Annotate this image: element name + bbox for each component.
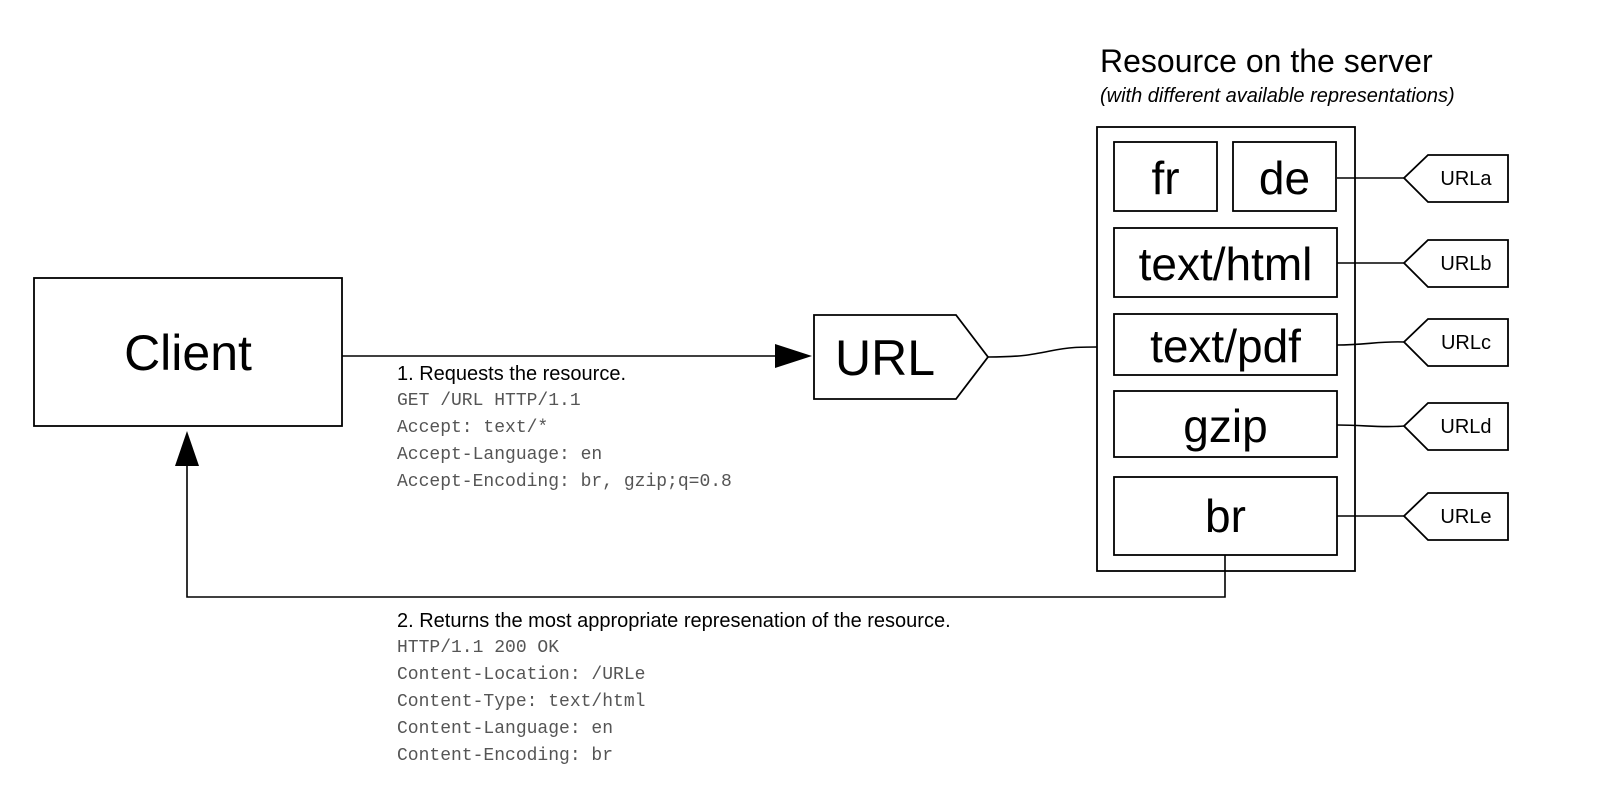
url-tag-d-shape: [1402, 402, 1509, 451]
representation-fr-box: [1113, 141, 1218, 212]
representation-br: br: [1205, 490, 1246, 542]
url-tag-a: URLa: [1440, 168, 1492, 190]
connector-urld: [1336, 424, 1405, 428]
url-tag-e: URLe: [1440, 506, 1491, 528]
url-tag-b-shape: [1402, 239, 1509, 288]
url-tag-e-shape: [1402, 492, 1509, 541]
request-line: Accept-Encoding: br, gzip;q=0.8: [397, 472, 732, 492]
request-line: GET /URL HTTP/1.1: [397, 391, 581, 411]
url-tag-d: URLd: [1440, 416, 1491, 438]
response-line: Content-Location: /URLe: [397, 665, 645, 685]
request-line: Accept-Language: en: [397, 445, 602, 465]
representation-gzip-box: [1113, 390, 1338, 458]
url-tag-a-shape: [1402, 154, 1509, 203]
connector-urlc: [1336, 341, 1405, 346]
request-arrowhead: [775, 344, 812, 368]
response-line: Content-Type: text/html: [397, 692, 645, 712]
representation-gzip: gzip: [1183, 400, 1267, 452]
response-caption: 2. Returns the most appropriate represen…: [397, 610, 951, 632]
representation-de-box: [1232, 141, 1337, 212]
client-box: [33, 277, 343, 427]
response-line: Content-Language: en: [397, 719, 613, 739]
connector-url-to-server: [987, 346, 1098, 358]
representation-pdf: text/pdf: [1150, 320, 1301, 372]
response-arrowhead: [175, 431, 199, 466]
server-subtitle: (with different available representation…: [1100, 85, 1455, 107]
representation-pdf-box: [1113, 313, 1338, 376]
representation-de: de: [1259, 152, 1310, 204]
url-tag-c-shape: [1402, 318, 1509, 367]
response-line: HTTP/1.1 200 OK: [397, 638, 559, 658]
client-label: Client: [124, 325, 252, 381]
response-arrow-line: [186, 466, 1226, 598]
representation-fr: fr: [1151, 152, 1179, 204]
url-tag-b: URLb: [1440, 253, 1491, 275]
server-title: Resource on the server: [1100, 43, 1433, 79]
request-caption: 1. Requests the resource.: [397, 363, 626, 385]
url-tag-c: URLc: [1441, 332, 1491, 354]
representation-html: text/html: [1139, 238, 1313, 290]
response-line: Content-Encoding: br: [397, 746, 613, 766]
url-node-shape: [813, 314, 990, 400]
url-node: URL: [835, 330, 935, 386]
request-line: Accept: text/*: [397, 418, 548, 438]
